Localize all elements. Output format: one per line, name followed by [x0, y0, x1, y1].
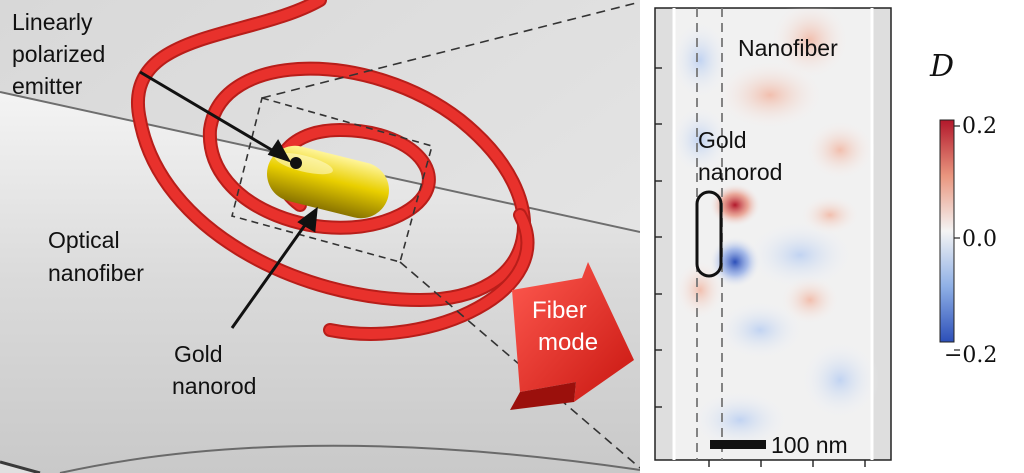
fiber-mode-label-line2: mode	[538, 329, 598, 356]
colorbar-tick-max: 0.2	[962, 114, 997, 139]
map-rod-label-line2: nanorod	[698, 159, 782, 185]
colorbar-ticks	[954, 125, 960, 351]
fiber-label-line1: Optical	[48, 227, 120, 253]
emitter-label-line2: polarized	[12, 41, 105, 67]
colorbar-tick-min: −0.2	[944, 343, 997, 368]
zoom-line-top	[261, 1, 640, 99]
nanofiber-label: Nanofiber	[738, 35, 838, 61]
pointer-arrows	[139, 70, 318, 329]
fiber-bottom-edge	[0, 460, 41, 473]
emitter-label-line1: Linearly	[12, 9, 93, 35]
fiber-mode-label-line1: Fiber	[532, 297, 587, 324]
scale-bar	[710, 440, 766, 449]
map-x-ticks	[708, 460, 866, 467]
map-y-ticks	[655, 67, 662, 408]
colorbar	[939, 119, 955, 343]
colorbar-tick-zero: 0.0	[962, 227, 997, 252]
map-signal	[670, 8, 880, 450]
schematic-panel: Linearly polarized emitter Optical nanof…	[0, 0, 640, 473]
map-panel: Nanofiber Gold nanorod 100 nm D 0.2 0.0 …	[640, 0, 1024, 473]
map-rod-label-line1: Gold	[698, 127, 747, 153]
colorbar-symbol: D	[929, 49, 954, 84]
fiber-mode-arrow	[510, 262, 634, 410]
negative-hotspot	[709, 236, 761, 288]
map-illustration: Nanofiber Gold nanorod 100 nm D 0.2 0.0 …	[654, 7, 997, 467]
rod-label-line2: nanorod	[172, 373, 256, 399]
emitter-label-line3: emitter	[12, 73, 83, 99]
emitter-dot	[290, 157, 302, 169]
fiber-label-line2: nanofiber	[48, 260, 144, 286]
scale-bar-label: 100 nm	[771, 432, 848, 458]
spiral-wavefront	[131, 0, 535, 341]
rod-label-line1: Gold	[174, 341, 223, 367]
positive-hotspot	[709, 183, 761, 227]
schematic-illustration: Linearly polarized emitter Optical nanof…	[0, 0, 640, 473]
nanorod-outline	[695, 190, 723, 278]
fiber-lower-shadow	[59, 444, 640, 473]
